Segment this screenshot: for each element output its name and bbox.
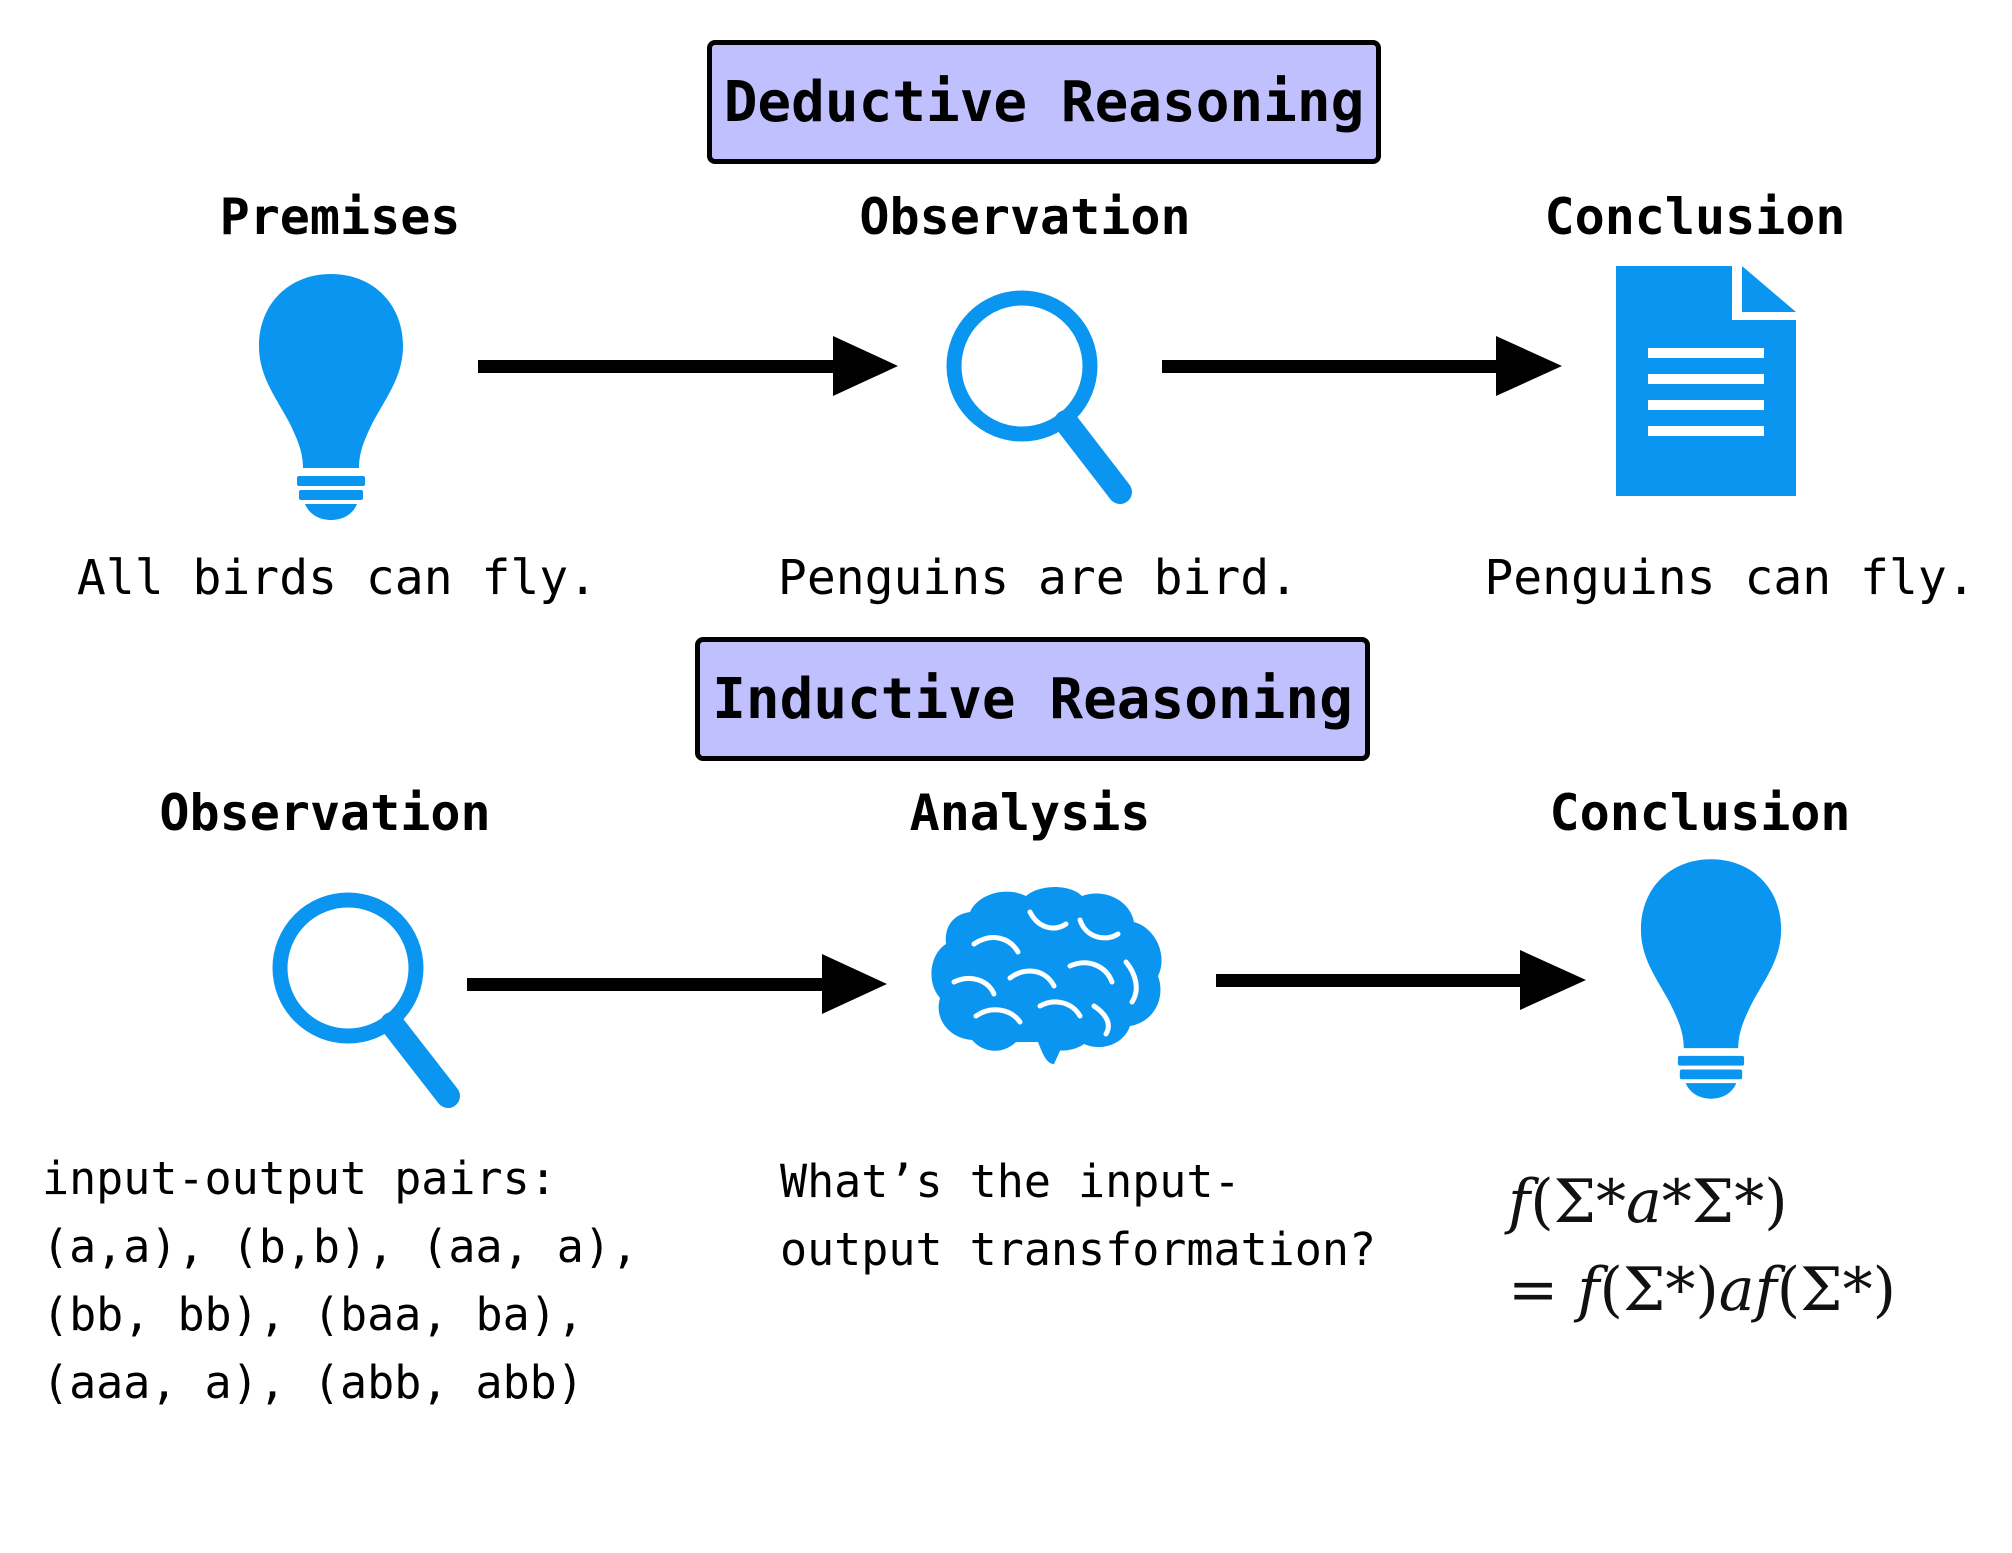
deductive-step-2-caption: Penguins are bird. [777,550,1299,606]
inductive-title: Inductive Reasoning [695,637,1370,761]
lightbulb-icon [1640,859,1782,1099]
document-icon [1616,266,1796,496]
magnifier-icon [272,892,460,1108]
caption-line: input-output pairs: [42,1152,557,1205]
inductive-step-1-heading: Observation [159,784,491,842]
arrow-icon [1162,336,1562,396]
arrow-icon [478,336,898,396]
arrow-icon [1216,950,1586,1010]
magnifier-icon [946,290,1132,504]
formula-line: 𝑓(Σ*𝑎*Σ*) [1508,1167,1788,1237]
deductive-step-3-caption: Penguins can fly. [1484,550,1976,606]
inductive-step-3-heading: Conclusion [1549,784,1851,842]
caption-line: What’s the input- [780,1155,1241,1208]
brain-icon [931,887,1162,1064]
arrow-icon [467,954,887,1014]
lightbulb-icon [259,274,403,520]
deductive-title: Deductive Reasoning [707,40,1381,164]
formula-line: = 𝑓(Σ*)𝑎𝑓(Σ*) [1508,1255,1897,1325]
inductive-step-1-caption: input-output pairs: (a,a), (b,b), (aa, a… [42,1145,638,1417]
inductive-conclusion-formula: 𝑓(Σ*𝑎*Σ*) = 𝑓(Σ*)𝑎𝑓(Σ*) [1508,1158,1896,1334]
inductive-step-2-caption: What’s the input- output transformation? [780,1148,1376,1284]
caption-line: (aaa, a), (abb, abb) [42,1356,584,1409]
deductive-step-2-heading: Observation [859,188,1191,246]
caption-line: output transformation? [780,1223,1377,1276]
deductive-step-1-caption: All birds can fly. [76,550,598,606]
deductive-step-1-heading: Premises [219,188,461,246]
inductive-step-2-heading: Analysis [909,784,1151,842]
caption-line: (a,a), (b,b), (aa, a), [42,1220,639,1273]
deductive-step-3-heading: Conclusion [1544,188,1846,246]
caption-line: (bb, bb), (baa, ba), [42,1288,584,1341]
